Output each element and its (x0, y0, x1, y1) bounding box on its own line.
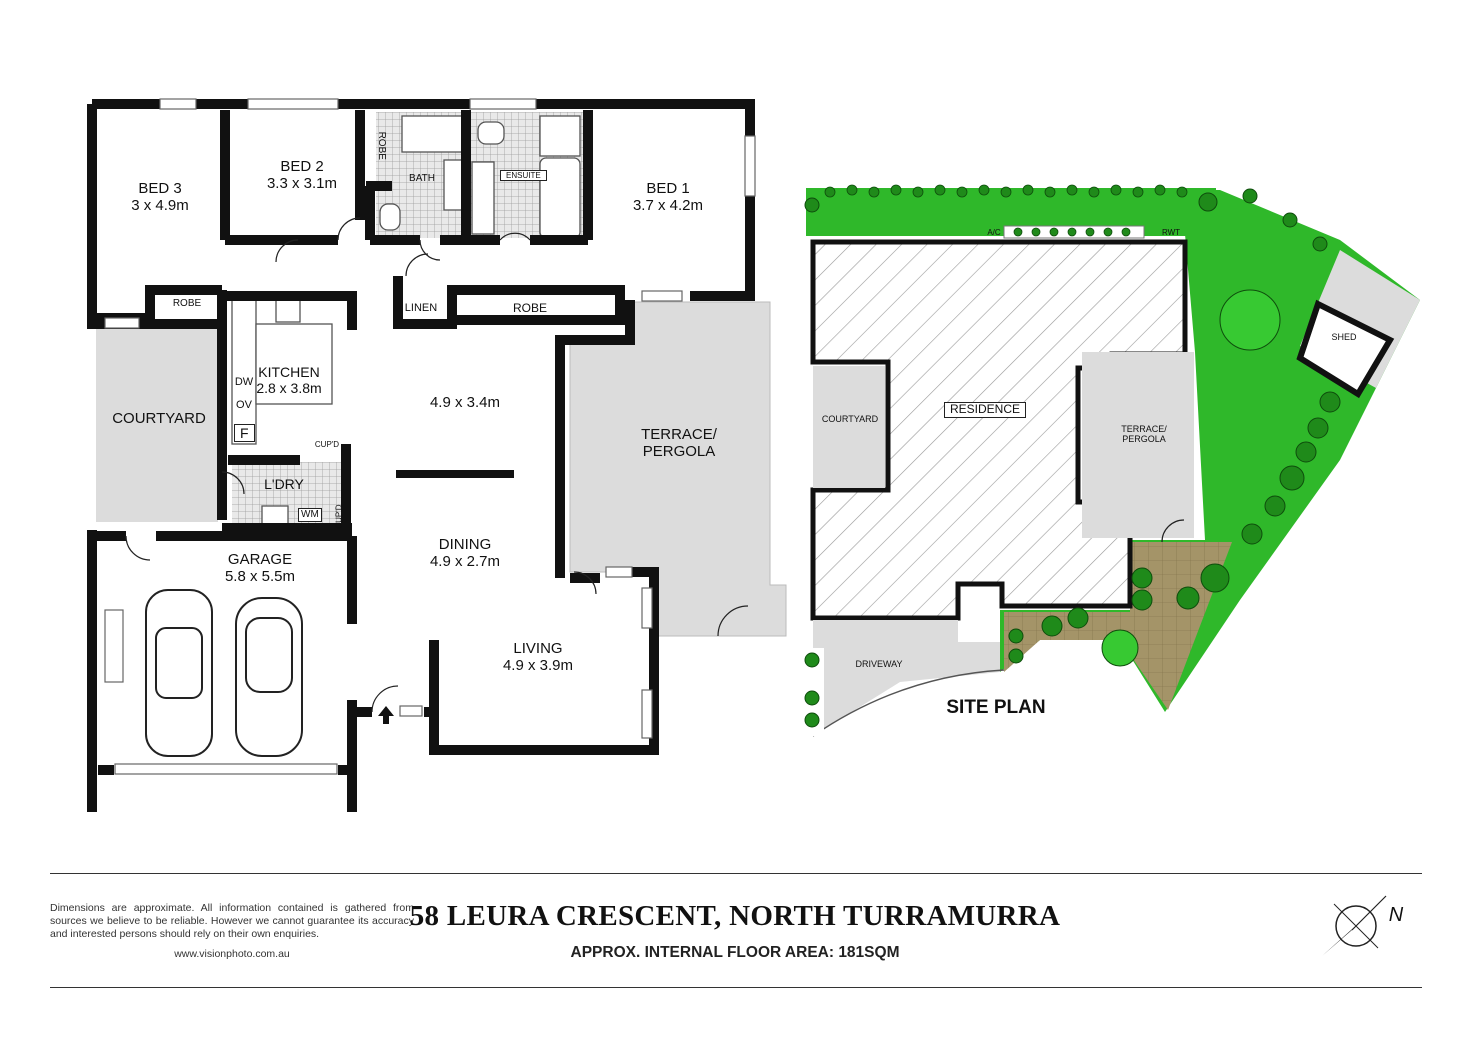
room-label-laundry: L'DRY (254, 476, 314, 492)
room-dims: 4.9 x 3.9m (502, 657, 574, 675)
site-courtyard-label: COURTYARD (821, 414, 879, 424)
room-name: GARAGE (227, 551, 293, 568)
bath-label: BATH (409, 173, 435, 184)
property-address: 58 LEURA CRESCENT, NORTH TURRAMURRA (409, 900, 1061, 932)
room-label-terrace: TERRACE/ PERGOLA (620, 426, 738, 461)
site-shed-label: SHED (1331, 332, 1357, 342)
room-label-bed1: BED 1 3.7 x 4.2m (608, 180, 728, 215)
door-swings (125, 217, 749, 713)
cupboard-label-2: CUP'D (334, 504, 344, 529)
disclaimer-text: Dimensions are approximate. All informat… (50, 902, 414, 940)
room-dims: 3.7 x 4.2m (632, 197, 704, 215)
room-label-courtyard: COURTYARD (100, 410, 218, 427)
ensuite-label: ENSUITE (500, 170, 547, 182)
cars (145, 589, 303, 757)
site-terrace-line2: PERGOLA (1122, 434, 1166, 445)
courtyard-floor (96, 328, 218, 522)
room-dims: 3.3 x 3.1m (266, 175, 338, 193)
room-name: LIVING (513, 640, 563, 657)
robe-label-hall: ROBE (512, 301, 547, 315)
room-dims: 4.9 x 2.7m (429, 553, 501, 571)
shower-ensuite (539, 115, 581, 157)
compass-north-letter: N (1388, 904, 1404, 926)
room-name: DINING (438, 536, 492, 553)
toilet-ensuite (477, 121, 505, 145)
footer-rule-bottom (50, 987, 1422, 988)
site-plants (804, 188, 1341, 728)
robe-label-bed2: ROBE (375, 131, 387, 160)
room-label-bed2: BED 2 3.3 x 3.1m (242, 158, 362, 193)
car-left (145, 589, 213, 757)
room-label-kitchen: KITCHEN 2.8 x 3.8m (246, 364, 332, 396)
site-rwt-label: RWT (1161, 228, 1181, 237)
room-label-garage: GARAGE 5.8 x 5.5m (200, 551, 320, 586)
shed (1296, 299, 1395, 399)
site-driveway-label: DRIVEWAY (855, 659, 903, 669)
kitchen-island (255, 323, 333, 405)
site-terrace (1082, 352, 1194, 538)
washing-machine-label: WM (298, 508, 322, 522)
robe-label-bed3: ROBE (172, 298, 202, 309)
room-name: COURTYARD (112, 410, 206, 427)
vanity-bath (443, 159, 463, 211)
fridge-label: F (234, 424, 255, 443)
room-name: BED 3 (138, 180, 182, 197)
site-terrace-label: TERRACE/ PERGOLA (1096, 424, 1192, 445)
vanity-ensuite (471, 161, 495, 235)
room-label-living: LIVING 4.9 x 3.9m (478, 640, 598, 675)
site-terrace-line1: TERRACE/ (1121, 424, 1167, 434)
site-terrace-door (1161, 519, 1185, 543)
terrace-floor (569, 301, 787, 637)
car-right-cabin (245, 617, 293, 693)
website-text: www.visionphoto.com.au (174, 948, 290, 960)
room-name: BED 1 (646, 180, 690, 197)
cupboard-label: CUP'D (314, 440, 340, 449)
windows (104, 98, 756, 775)
floor-area-text: APPROX. INTERNAL FLOOR AREA: 181SQM (570, 944, 900, 961)
footer-rule-top (50, 873, 1422, 874)
car-right (235, 597, 303, 757)
compass-icon (1322, 895, 1387, 956)
room-name: KITCHEN (258, 364, 320, 380)
room-label-bed3: BED 3 3 x 4.9m (100, 180, 220, 215)
entry-arrow (378, 706, 394, 724)
room-label-dining: DINING 4.9 x 2.7m (405, 536, 525, 571)
linen-label: LINEN (404, 302, 438, 314)
dw-label: DW (234, 376, 254, 388)
room-dims: 5.8 x 5.5m (224, 568, 296, 586)
car-left-cabin (155, 627, 203, 699)
room-label-hall: 4.9 x 3.4m (405, 394, 525, 411)
site-residence-label: RESIDENCE (944, 402, 1027, 418)
room-name: L'DRY (264, 476, 304, 492)
shower-bath (401, 115, 463, 153)
driveway (813, 620, 1000, 736)
site-courtyard (813, 366, 885, 488)
room-dims: 3 x 4.9m (131, 197, 189, 215)
site-plan-title: SITE PLAN (946, 697, 1046, 718)
room-name: BED 2 (280, 158, 324, 175)
ov-label: OV (236, 399, 252, 411)
room-name: TERRACE/ PERGOLA (641, 426, 717, 461)
fixtures (231, 115, 581, 527)
room-dims: 2.8 x 3.8m (256, 380, 322, 397)
paver-area (1004, 542, 1232, 710)
site-ac-label: A/C (987, 228, 1001, 237)
kitchen-bench-left (231, 299, 257, 445)
outdoor-areas (96, 301, 787, 637)
site-strip-plants (824, 184, 1188, 237)
toilet-bath (379, 203, 401, 231)
cooktop (275, 299, 301, 323)
driveway-curve (812, 669, 1005, 737)
laundry-tiles (232, 462, 346, 528)
room-dims: 4.9 x 3.4m (429, 394, 501, 411)
